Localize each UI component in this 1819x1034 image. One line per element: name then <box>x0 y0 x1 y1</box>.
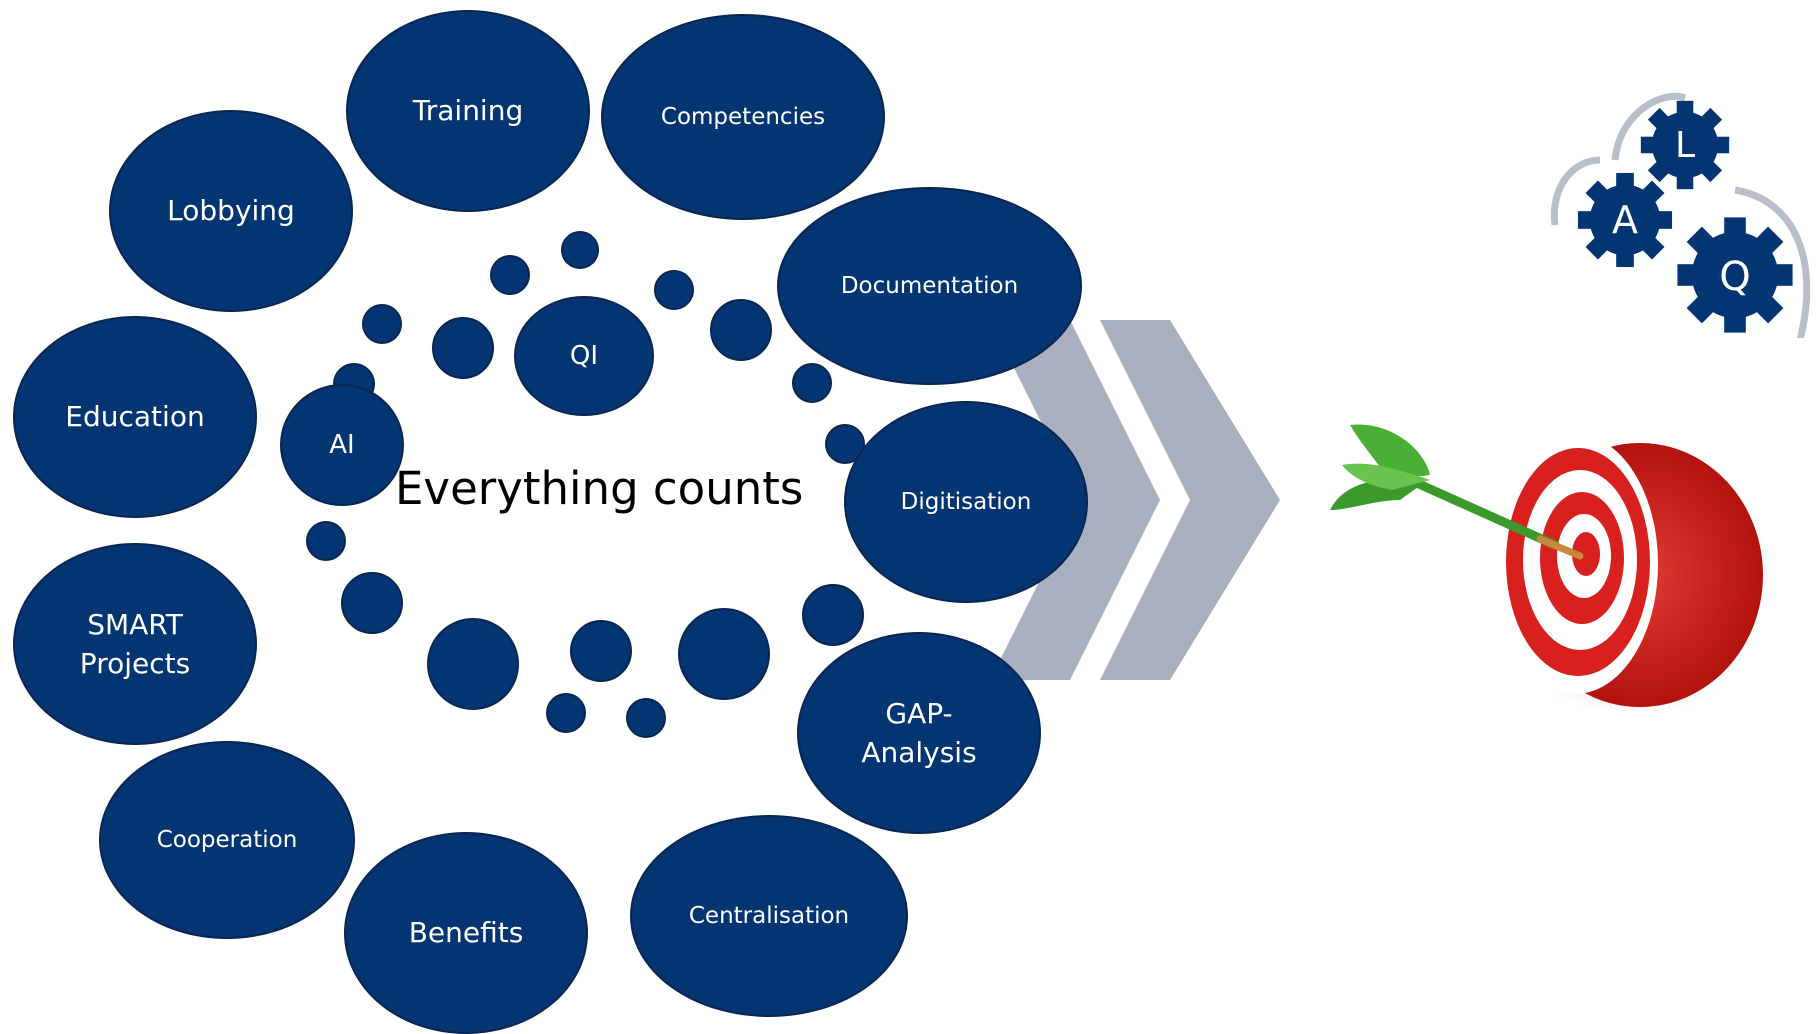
gear-q-label: Q <box>1719 254 1750 300</box>
bubble-smart-projects: SMART Projects <box>13 543 257 745</box>
bubble-cooperation-label: Cooperation <box>156 826 298 853</box>
rotation-arrow-left <box>1550 156 1601 226</box>
bubble-lobbying: Lobbying <box>109 110 353 312</box>
target-bullseye <box>1572 532 1600 576</box>
gear-a-label: A <box>1612 198 1638 242</box>
bubble-centralisation: Centralisation <box>630 815 908 1017</box>
target-icon <box>1492 434 1763 714</box>
dot <box>792 363 832 403</box>
chevron-right <box>1100 320 1280 680</box>
dot <box>432 317 494 379</box>
dot <box>561 231 599 269</box>
bubble-education: Education <box>13 316 257 518</box>
bubble-qi: QI <box>514 296 654 416</box>
dot <box>427 618 519 710</box>
gap-line-1: GAP- <box>885 696 953 730</box>
dot <box>341 572 403 634</box>
dot <box>626 698 666 738</box>
bubble-benefits: Benefits <box>344 832 588 1034</box>
chevron-arrows <box>990 320 1280 680</box>
dot <box>546 693 586 733</box>
center-label: Everything counts <box>395 462 804 515</box>
bubble-training: Training <box>346 10 590 212</box>
bubble-digitisation-label: Digitisation <box>900 488 1032 515</box>
bubble-ai: AI <box>280 384 404 506</box>
bubble-digitisation: Digitisation <box>844 401 1088 603</box>
dot <box>710 299 772 361</box>
dot <box>802 584 864 646</box>
smart-line-2: Projects <box>79 647 191 680</box>
bubble-gap-analysis-label: GAP- Analysis <box>861 694 976 772</box>
gears-icon: L A Q <box>1545 92 1819 350</box>
dart-tip <box>1536 535 1584 560</box>
bubble-documentation: Documentation <box>777 187 1082 385</box>
bubble-lobbying-label: Lobbying <box>167 194 295 228</box>
bubble-competencies-label: Competencies <box>660 103 826 130</box>
bubble-benefits-label: Benefits <box>408 916 524 950</box>
bubble-education-label: Education <box>65 400 205 434</box>
dot <box>362 304 402 344</box>
bubble-cooperation: Cooperation <box>99 741 355 939</box>
dart-shaft <box>1405 475 1560 550</box>
bubble-ai-label: AI <box>329 429 355 460</box>
bubble-gap-analysis: GAP- Analysis <box>797 632 1041 834</box>
dot <box>678 608 770 700</box>
dot <box>570 620 632 682</box>
bubble-smart-projects-label: SMART Projects <box>80 605 190 683</box>
smart-line-1: SMART <box>87 607 183 641</box>
chevron-left <box>990 320 1160 680</box>
gear-l-label: L <box>1675 125 1695 166</box>
rotation-arrow-top <box>1611 92 1687 161</box>
dot <box>654 270 694 310</box>
bubble-qi-label: QI <box>569 340 599 371</box>
dart-flight-top <box>1350 424 1430 480</box>
bubble-documentation-label: Documentation <box>840 272 1019 299</box>
gears-crop-mask <box>1545 338 1819 350</box>
dot <box>490 255 530 295</box>
rotation-arrow-right <box>1734 186 1811 341</box>
dart-icon <box>1330 424 1584 560</box>
bubble-centralisation-label: Centralisation <box>688 902 850 929</box>
bubble-competencies: Competencies <box>601 14 885 220</box>
bubble-training-label: Training <box>412 94 524 128</box>
dart-flight-mid <box>1342 463 1430 490</box>
gap-line-2: Analysis <box>861 736 977 769</box>
dot <box>306 521 346 561</box>
